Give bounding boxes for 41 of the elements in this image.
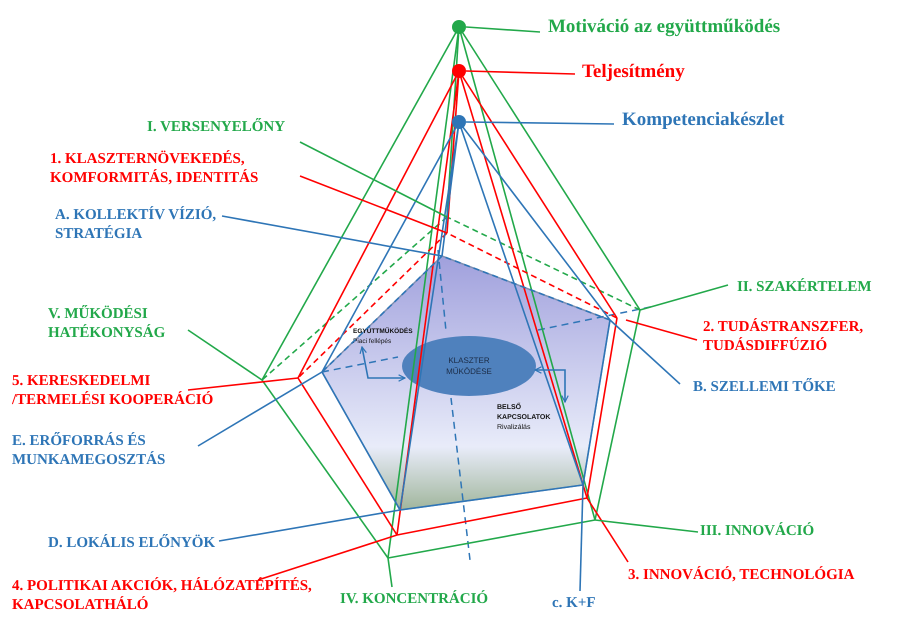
leader-line xyxy=(640,284,728,311)
leader-line xyxy=(258,534,398,581)
category-label: I. VERSENYELŐNY xyxy=(147,118,286,137)
leader-line xyxy=(609,319,681,385)
apex-label: Teljesítmény xyxy=(582,61,685,83)
leader-line xyxy=(466,26,540,33)
category-label: A. KOLLEKTÍV VÍZIÓ, STRATÉGIA xyxy=(55,206,270,244)
category-label: 2. TUDÁSTRANSZFER, TUDÁSDIFFÚZIÓ xyxy=(703,318,898,356)
arrow xyxy=(534,366,569,403)
category-label: V. MŰKÖDÉSI HATÉKONYSÁG xyxy=(48,305,188,343)
arrow xyxy=(359,346,406,382)
leader-line xyxy=(466,70,576,75)
category-label: 5. KERESKEDELMI /TERMELÉSI KOOPERÁCIÓ xyxy=(12,372,242,410)
category-label: c. K+F xyxy=(552,594,596,613)
leader-line xyxy=(579,484,584,592)
category-label: II. SZAKÉRTELEM xyxy=(737,278,872,297)
leader-line xyxy=(300,141,448,218)
apex-dot xyxy=(452,64,466,78)
apex-label: Kompetenciakészlet xyxy=(622,109,785,131)
category-label: IV. KONCENTRÁCIÓ xyxy=(340,590,488,609)
category-label: 4. POLITIKAI AKCIÓK, HÁLÓZATÉPÍTÉS, KAPCSOLATHÁLÓ xyxy=(12,577,332,615)
apex-dot xyxy=(452,20,466,34)
leader-line xyxy=(466,121,614,125)
category-label: III. INNOVÁCIÓ xyxy=(700,522,814,541)
category-label: 3. INNOVÁCIÓ, TECHNOLÓGIA xyxy=(628,566,854,585)
category-label: B. SZELLEMI TŐKE xyxy=(693,378,836,397)
leader-line xyxy=(198,371,322,447)
leader-line xyxy=(188,377,298,391)
apex-dot xyxy=(452,115,466,129)
category-label: D. LOKÁLIS ELŐNYÖK xyxy=(48,534,216,553)
leader-line xyxy=(218,509,400,542)
leader-line xyxy=(300,175,448,234)
leader-line xyxy=(387,558,393,588)
category-label: E. ERŐFORRÁS ÉS MUNKAMEGOSZTÁS xyxy=(12,432,202,470)
leader-line xyxy=(626,319,698,341)
category-label: 1. KLASZTERNÖVEKEDÉS, KOMFORMITÁS, IDENTITÁS xyxy=(50,150,305,188)
leader-line xyxy=(222,215,442,257)
leader-line xyxy=(594,519,698,533)
leader-line xyxy=(188,329,262,381)
leader-line xyxy=(586,498,629,562)
apex-label: Motiváció az együttműködés xyxy=(548,16,780,38)
